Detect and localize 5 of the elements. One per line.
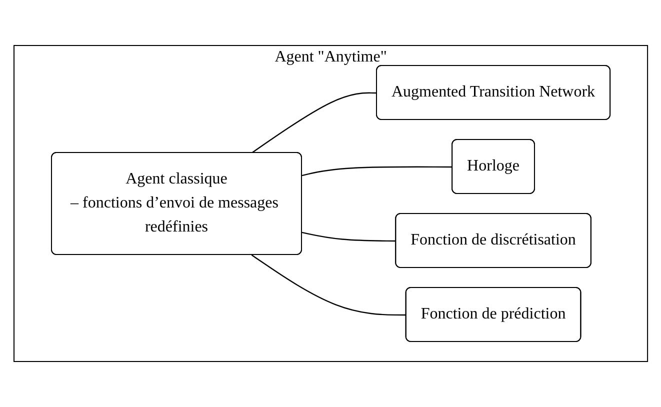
connector: [251, 92, 377, 154]
node-text: Agent classique – fonctions d’envoi de messages redéfinies: [70, 170, 278, 236]
connector: [251, 254, 406, 316]
connector: [302, 232, 396, 242]
connector: [302, 166, 452, 176]
